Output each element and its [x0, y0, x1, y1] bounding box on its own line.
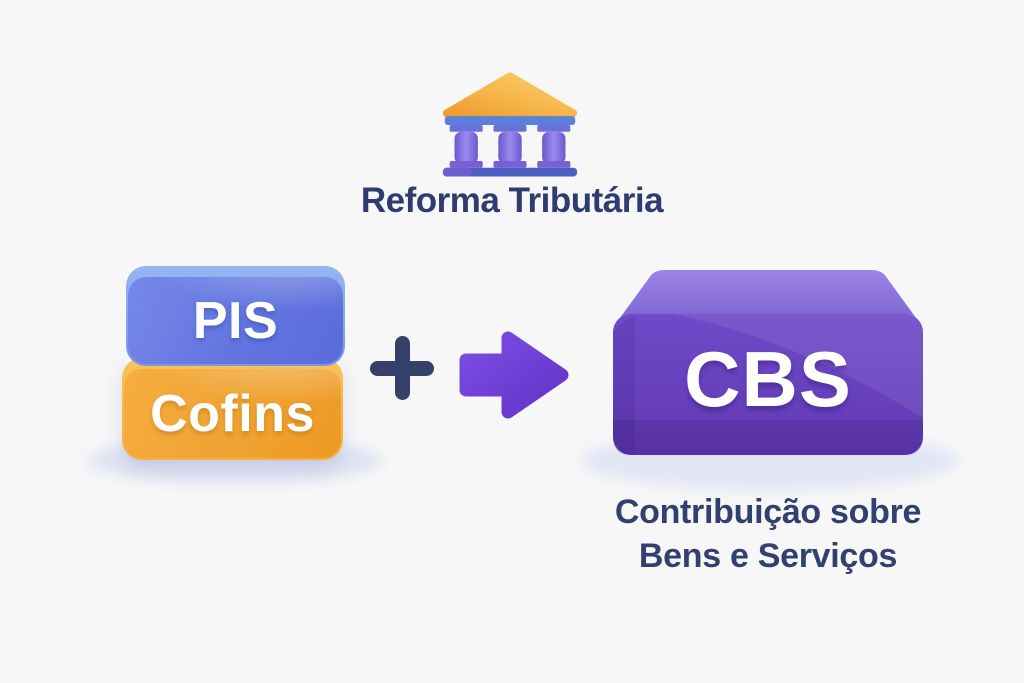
page-title: Reforma Tributária	[360, 181, 664, 220]
arrow-right-icon	[459, 331, 569, 419]
plus-icon	[370, 336, 434, 400]
cofins-block-face: Cofins	[124, 369, 341, 458]
cbs-description: Contribuição sobre Bens e Serviços	[558, 490, 978, 578]
cbs-label: CBS	[684, 335, 852, 423]
cofins-block: Cofins	[122, 358, 343, 460]
cofins-label: Cofins	[150, 384, 315, 443]
cbs-description-line2: Bens e Serviços	[638, 537, 898, 575]
pis-block-face: PIS	[128, 277, 343, 364]
pis-label: PIS	[192, 291, 279, 350]
pis-block: PIS	[126, 266, 345, 366]
bank-icon	[442, 72, 578, 177]
cbs-box	[613, 270, 923, 455]
plus-vertical-bar	[394, 336, 410, 400]
cbs-description-line1: Contribuição sobre	[614, 493, 922, 531]
